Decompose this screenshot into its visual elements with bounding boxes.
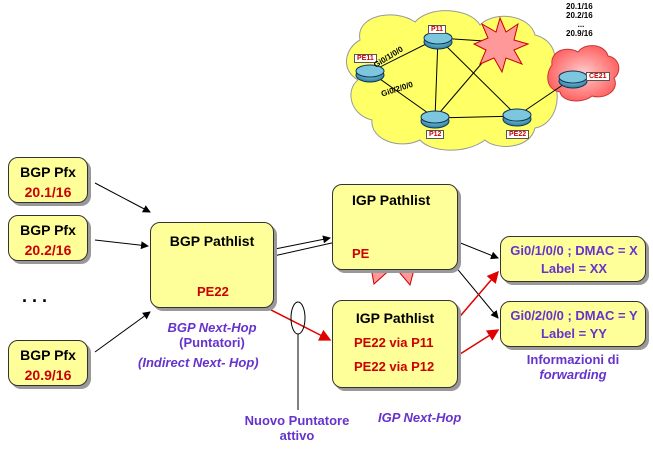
router-pe11 [355, 64, 385, 83]
bgp-pfx-prefix: 20.1/16 [24, 184, 72, 200]
caption-line: Informazioni di [526, 352, 620, 367]
bgp-pfx-prefix: 20.2/16 [24, 242, 72, 258]
bgp-pfx-prefix: 20.9/16 [24, 367, 72, 383]
forwarding-line: Label = XX [540, 261, 608, 276]
forwarding-box: Gi0/1/0/0 ; DMAC = X Label = XX [500, 236, 646, 282]
router-label-pe22: PE22 [506, 130, 530, 139]
topology-prefix: ... [577, 20, 585, 29]
router-ce21 [558, 70, 588, 89]
router-p11 [423, 31, 453, 50]
igp-pathlist-failed-box [332, 184, 458, 270]
bgp-pathlist-box [150, 222, 274, 308]
caption-line: Nuovo Puntatore [244, 413, 350, 428]
igp-pathlist-failed-title: IGP Pathlist [352, 192, 431, 208]
forwarding-line: Gi0/2/0/0 ; DMAC = Y [510, 308, 638, 323]
bgp-pathlist-title: BGP Pathlist [169, 233, 255, 249]
topology-prefix: 20.1/16 [566, 2, 593, 11]
arrow-pfx3 [94, 311, 151, 353]
topology-prefix: 20.2/16 [566, 11, 593, 20]
igp-pathlist-active-box [332, 300, 458, 388]
bgp-pfx-box: BGP Pfx 20.1/16 [8, 157, 88, 203]
topology-prefix: 20.9/16 [566, 29, 593, 38]
caption-line: forwarding [539, 367, 607, 382]
router-label-p12: P12 [426, 130, 445, 139]
caption-line: BGP Next-Hop [167, 320, 257, 335]
pointer-ellipse [290, 301, 306, 335]
ellipsis: . . . [22, 286, 48, 306]
router-p12 [420, 110, 450, 129]
arrow-old-pointer [269, 235, 331, 251]
igp-next-hop-caption: IGP Next-Hop [378, 410, 462, 425]
bgp-next-hop-caption: BGP Next-Hop (Puntatori) [150, 320, 274, 350]
failure-burst-topology [472, 16, 530, 74]
arrow-pfx1 [94, 182, 151, 213]
bgp-pfx-title: BGP Pfx [20, 222, 76, 238]
bgp-pathlist-entry: PE22 [197, 284, 229, 299]
forwarding-box: Gi0/2/0/0 ; DMAC = Y Label = YY [500, 301, 646, 347]
topology-prefix-list: 20.1/16 20.2/16 ... 20.9/16 [566, 2, 596, 38]
forwarding-line: Gi0/1/0/0 ; DMAC = X [510, 243, 638, 258]
forwarding-caption: Informazioni di forwarding [500, 352, 646, 382]
indirect-next-hop-caption: (Indirect Next- Hop) [138, 355, 259, 370]
bgp-pfx-title: BGP Pfx [20, 347, 76, 363]
router-pe22 [502, 108, 532, 127]
igp-pathlist-active-entry2: PE22 via P12 [354, 359, 435, 374]
arrow-pfx2 [94, 239, 149, 250]
caption-line: (Puntatori) [179, 335, 245, 350]
igp-pathlist-active-entry1: PE22 via P11 [354, 335, 434, 350]
router-label-p11: P11 [428, 25, 447, 34]
caption-line: attivo [279, 428, 315, 443]
igp-pathlist-failed-entry: PE [352, 246, 370, 261]
router-label-ce21: CE21 [586, 72, 610, 81]
bgp-pfx-title: BGP Pfx [20, 164, 76, 180]
forwarding-line: Label = YY [541, 326, 607, 341]
new-pointer-caption: Nuovo Puntatore attivo [232, 413, 362, 443]
bgp-pfx-box: BGP Pfx 20.9/16 [8, 340, 88, 386]
bgp-pfx-box: BGP Pfx 20.2/16 [8, 215, 88, 261]
router-label-pe11: PE11 [354, 54, 377, 63]
igp-pathlist-active-title: IGP Pathlist [355, 310, 435, 326]
